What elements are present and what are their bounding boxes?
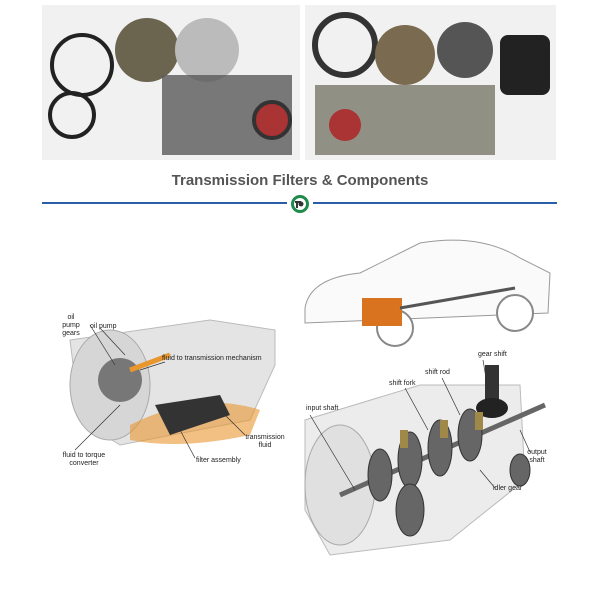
label-transmission-fluid: transmission fluid: [245, 434, 285, 449]
rebuild-kit-photo: [305, 5, 556, 160]
label-idler-gear: idler gear: [493, 485, 523, 492]
rebuild-kit-illustration: [312, 12, 550, 155]
divider-left: [42, 202, 287, 204]
gasket-kit-photo: [42, 5, 300, 160]
divider-right: [313, 202, 557, 204]
manual-transmission-illustration: [304, 360, 547, 556]
label-filter-assembly: filter assembly: [196, 457, 241, 464]
label-shift-rod: shift rod: [425, 369, 450, 376]
page-title: Transmission Filters & Components: [171, 172, 429, 189]
car-drivetrain-illustration: [304, 239, 551, 347]
label-gear-shift: gear shift: [478, 351, 507, 358]
label-shift-fork: shift fork: [389, 380, 416, 387]
label-fluid-to-transmission-mechanism: fluid to transmission mechanism: [162, 355, 262, 362]
logo-icon: [291, 195, 309, 213]
label-oil-pump-gears: oil pump gears: [62, 314, 80, 337]
label-output-shaft: output shaft: [527, 449, 547, 464]
gasket-kit-illustration: [48, 18, 292, 155]
automatic-transmission-illustration: [69, 319, 276, 459]
label-fluid-to-torque-converter: fluid to torque converter: [62, 452, 106, 467]
label-input-shaft: input shaft: [306, 405, 339, 412]
label-oil-pump: oil pump: [90, 323, 117, 330]
